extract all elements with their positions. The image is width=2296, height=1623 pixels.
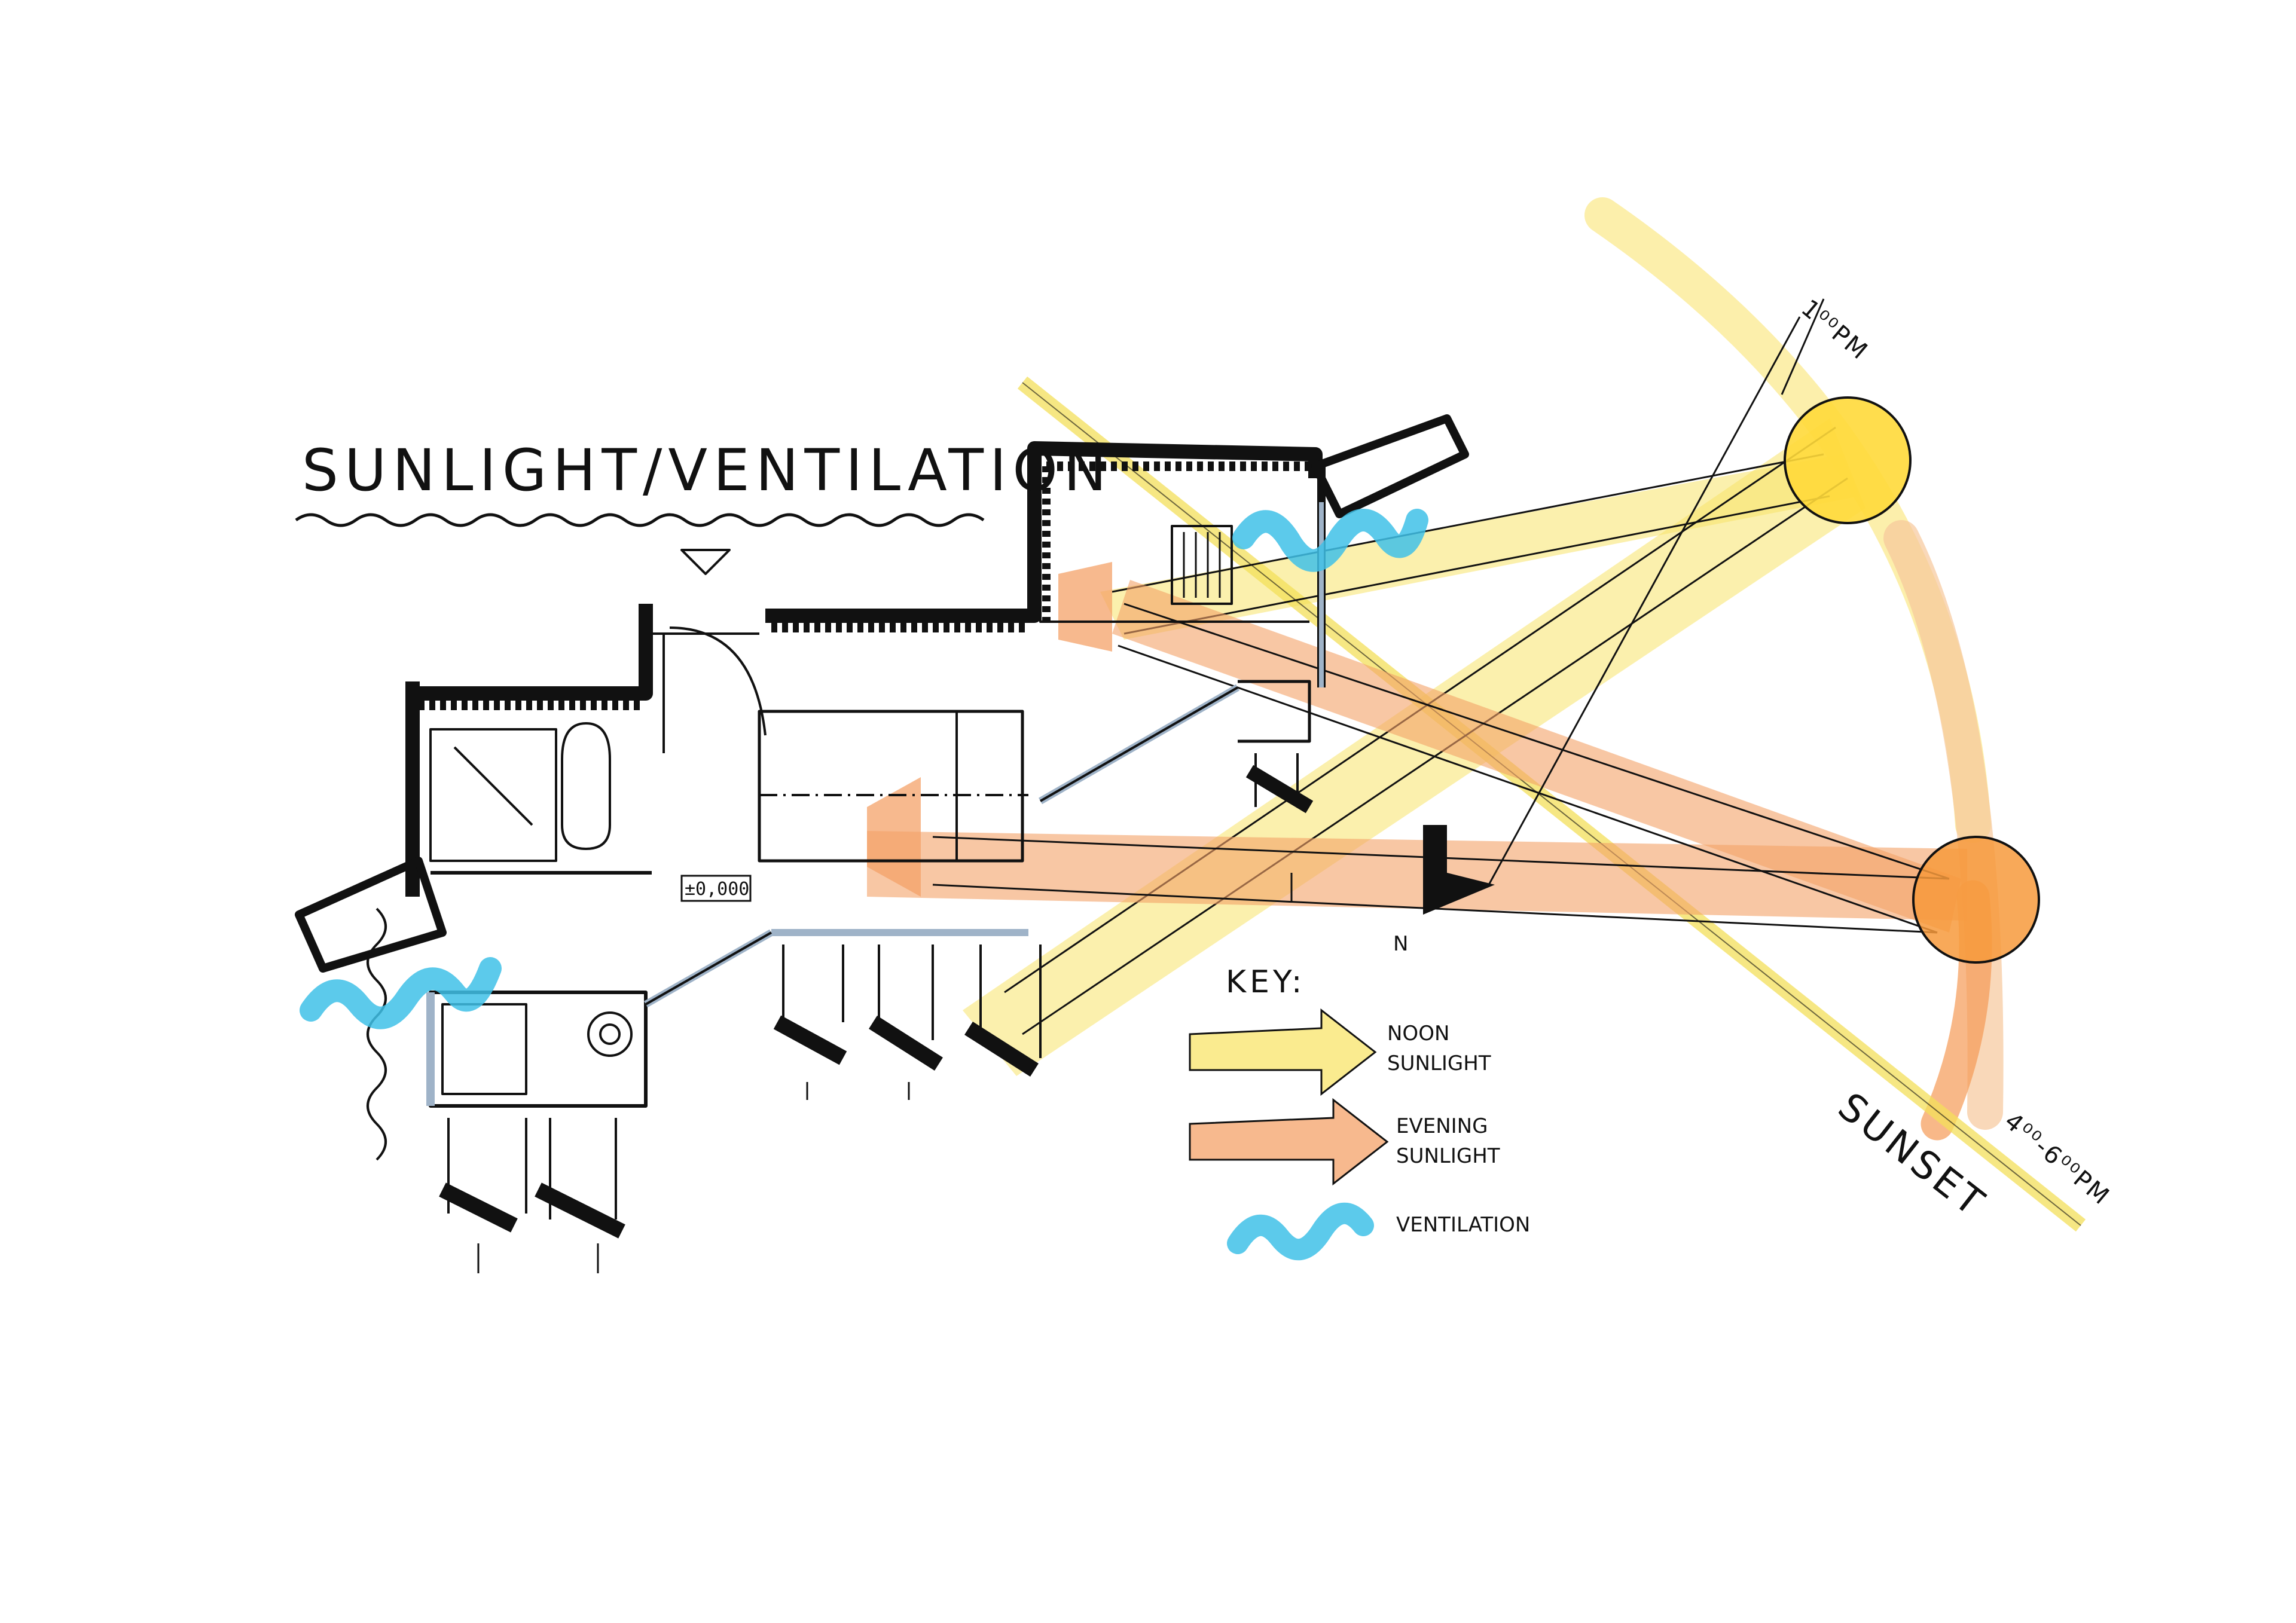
- legend-item-noon: NOON SUNLIGHT: [1190, 1010, 1491, 1094]
- svg-text:VENTILATION: VENTILATION: [1396, 1213, 1530, 1237]
- title-block: SUNLIGHT/VENTILATION: [296, 437, 1113, 525]
- legend-item-evening: EVENING SUNLIGHT: [1190, 1100, 1500, 1184]
- svg-text:±0,000: ±0,000: [685, 879, 749, 900]
- north-label: N: [1393, 932, 1408, 956]
- legend-heading: KEY:: [1226, 964, 1305, 1000]
- legend-item-ventilation: VENTILATION: [1238, 1213, 1530, 1249]
- diagram-title: SUNLIGHT/VENTILATION: [302, 437, 1113, 504]
- svg-text:SUNLIGHT: SUNLIGHT: [1387, 1052, 1491, 1075]
- sunset-time-label: 4⁰⁰-6⁰⁰PM: [1999, 1107, 2115, 1211]
- noon-time-label: 1⁰⁰PM: [1796, 294, 1874, 366]
- svg-text:SUNLIGHT: SUNLIGHT: [1396, 1144, 1500, 1168]
- legend: KEY: NOON SUNLIGHT EVENING SUNLIGHT VENT…: [1190, 964, 1530, 1249]
- svg-text:NOON: NOON: [1387, 1022, 1449, 1046]
- svg-text:EVENING: EVENING: [1396, 1114, 1488, 1138]
- level-marker: ±0,000: [682, 876, 750, 901]
- noon-sunlight-rays: [963, 383, 2081, 1225]
- evening-sun: [1913, 837, 2039, 962]
